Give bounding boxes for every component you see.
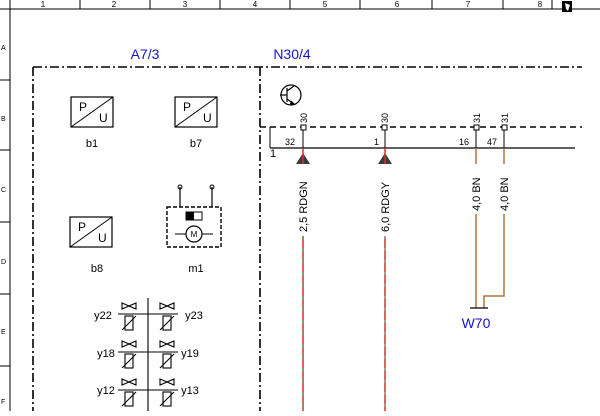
label-y19: y19 <box>181 348 199 360</box>
wire-label-rdgy: 6,0 RDGY <box>380 181 392 232</box>
pin-32: 30 32 <box>285 113 310 164</box>
pressure-sensor-b8: P U <box>69 216 113 248</box>
wire-rdgn: 2,5 RDGN <box>298 148 310 411</box>
svg-text:30: 30 <box>380 113 390 123</box>
svg-text:P: P <box>183 100 191 114</box>
motor-m-glyph: M <box>191 230 198 239</box>
wire-rdgy: 6,0 RDGY <box>380 148 392 411</box>
label-y13: y13 <box>181 385 199 397</box>
valve-block <box>118 298 178 411</box>
wire-bn-47: 4,0 BN <box>483 148 511 308</box>
row-label-b: B <box>1 116 6 123</box>
row-label-e: E <box>1 329 6 336</box>
label-b7: b7 <box>190 138 202 150</box>
module-boundaries <box>32 66 582 411</box>
row-label-f: F <box>1 399 5 406</box>
pump-motor-m1: M <box>166 184 222 248</box>
svg-text:1: 1 <box>374 137 379 147</box>
column-label-4: 4 <box>253 0 258 9</box>
column-label-5: 5 <box>323 0 328 9</box>
svg-text:U: U <box>99 111 108 125</box>
label-m1: m1 <box>188 263 203 275</box>
transistor-icon <box>280 84 302 106</box>
svg-text:U: U <box>203 111 212 125</box>
svg-text:47: 47 <box>487 137 497 147</box>
label-b1: b1 <box>86 138 98 150</box>
pin-1: 30 1 <box>374 113 392 164</box>
svg-text:16: 16 <box>459 137 469 147</box>
wire-bn-16: 4,0 BN <box>471 148 483 308</box>
svg-text:P: P <box>78 220 86 234</box>
row-label-a: A <box>1 45 6 52</box>
pressure-sensor-b7: P U <box>174 96 218 128</box>
ground-label-w70: W70 <box>462 315 491 331</box>
svg-text:32: 32 <box>285 137 295 147</box>
wire-label-bn-16: 4,0 BN <box>471 177 483 211</box>
row-label-c: C <box>1 187 6 194</box>
pressure-sensor-b1: P U <box>70 96 114 128</box>
column-label-6: 6 <box>395 0 400 9</box>
column-label-2: 2 <box>112 0 117 9</box>
svg-text:30: 30 <box>299 113 309 123</box>
svg-text:P: P <box>79 100 87 114</box>
pin-16: 31 16 <box>459 113 482 148</box>
label-y12: y12 <box>97 385 115 397</box>
connector-strip <box>269 127 575 149</box>
column-label-8: 8 <box>538 0 543 9</box>
module-label-a7-3: A7/3 <box>131 46 160 62</box>
connector-label: 1 <box>270 148 276 160</box>
label-y18: y18 <box>97 348 115 360</box>
column-label-7: 7 <box>466 0 471 9</box>
label-b8: b8 <box>91 263 103 275</box>
pin-47: 31 47 <box>487 113 510 148</box>
label-y22: y22 <box>94 310 112 322</box>
column-label-1: 1 <box>41 0 46 9</box>
wire-label-rdgn: 2,5 RDGN <box>298 181 310 232</box>
svg-text:31: 31 <box>472 113 482 123</box>
svg-text:31: 31 <box>500 113 510 123</box>
column-label-3: 3 <box>183 0 188 9</box>
pencil-icon <box>565 3 570 11</box>
module-label-n30-4: N30/4 <box>273 46 311 62</box>
wire-label-bn-47: 4,0 BN <box>499 177 511 211</box>
row-label-d: D <box>1 259 6 266</box>
svg-text:U: U <box>98 231 107 245</box>
label-y23: y23 <box>185 310 203 322</box>
row-ruler: A B C D E F <box>0 45 10 406</box>
